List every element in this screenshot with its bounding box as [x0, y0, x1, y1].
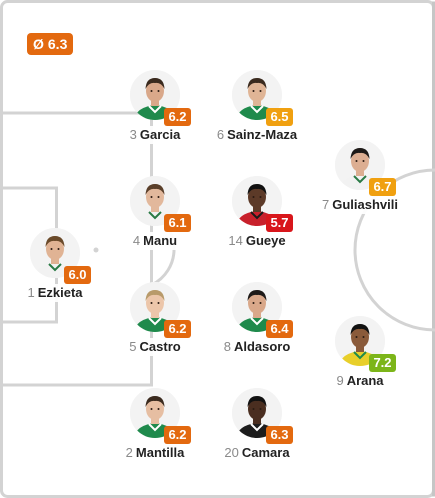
- player-name: Sainz-Maza: [227, 127, 298, 142]
- player-portrait: [232, 282, 282, 332]
- player-name: Arana: [346, 373, 384, 388]
- player-number: 5: [129, 339, 137, 354]
- player-number: 7: [322, 197, 330, 212]
- player-name: Ezkieta: [37, 285, 83, 300]
- player-rating: 6.7: [369, 178, 396, 196]
- player-name: Gueye: [245, 233, 286, 248]
- player-rating: 6.2: [164, 320, 191, 338]
- player-photo: [335, 316, 385, 366]
- player-number: 6: [216, 127, 225, 142]
- average-symbol: Ø: [33, 36, 44, 52]
- player-number: 2: [125, 445, 133, 460]
- player-number: 4: [132, 233, 141, 248]
- player-number: 8: [223, 339, 231, 354]
- player-rating: 6.2: [164, 108, 191, 126]
- player-rating: 6.3: [266, 426, 293, 444]
- player-number: 1: [27, 285, 35, 300]
- player-name: Guliashvili: [332, 197, 398, 212]
- average-value: 6.3: [47, 36, 68, 52]
- player-rating: 6.1: [164, 214, 191, 232]
- player-number: 3: [129, 127, 137, 142]
- player-rating: 6.4: [266, 320, 293, 338]
- player-number: 9: [336, 373, 344, 388]
- player-number: 20: [224, 445, 239, 460]
- player-name: Castro: [139, 339, 181, 354]
- player-photo: [130, 176, 180, 226]
- player-photo: [130, 388, 180, 438]
- player-name: Manu: [143, 233, 178, 248]
- player-name: Aldasoro: [233, 339, 291, 354]
- player-rating: 5.7: [266, 214, 293, 232]
- player-name: Camara: [241, 445, 290, 460]
- player-rating: 6.5: [266, 108, 293, 126]
- player-rating: 6.0: [64, 266, 91, 284]
- player-rating: 6.2: [164, 426, 191, 444]
- player-number: 14: [228, 233, 243, 248]
- player-rating: 7.2: [369, 354, 396, 372]
- team-average-rating: Ø 6.3: [27, 33, 74, 55]
- player-name: Mantilla: [135, 445, 185, 460]
- player-name: Garcia: [139, 127, 181, 142]
